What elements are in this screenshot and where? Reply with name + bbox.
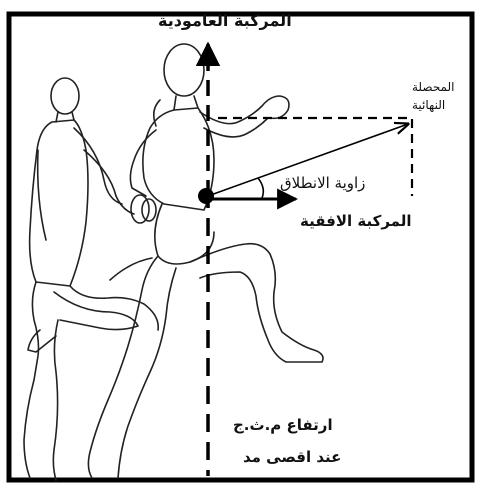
horizontal-component-label: المركبة الافقية [300,212,411,230]
com-height-label-line2: عند اقصى مد [243,448,341,466]
launch-angle-arc [258,178,263,198]
resultant-label-line1: المحصلة [412,80,455,94]
diagram-frame [9,14,472,480]
front-runner-figure [88,44,323,478]
rear-runner-figure [24,78,158,480]
vertical-component-label: المركبة العامودية [158,11,292,30]
launch-angle-label: زاوية الانطلاق [280,174,365,192]
resultant-label-line2: النهائية [412,98,445,112]
com-height-label-line1: ارتفاع م.ث.ج [233,416,333,434]
center-of-mass-dot [198,188,214,204]
